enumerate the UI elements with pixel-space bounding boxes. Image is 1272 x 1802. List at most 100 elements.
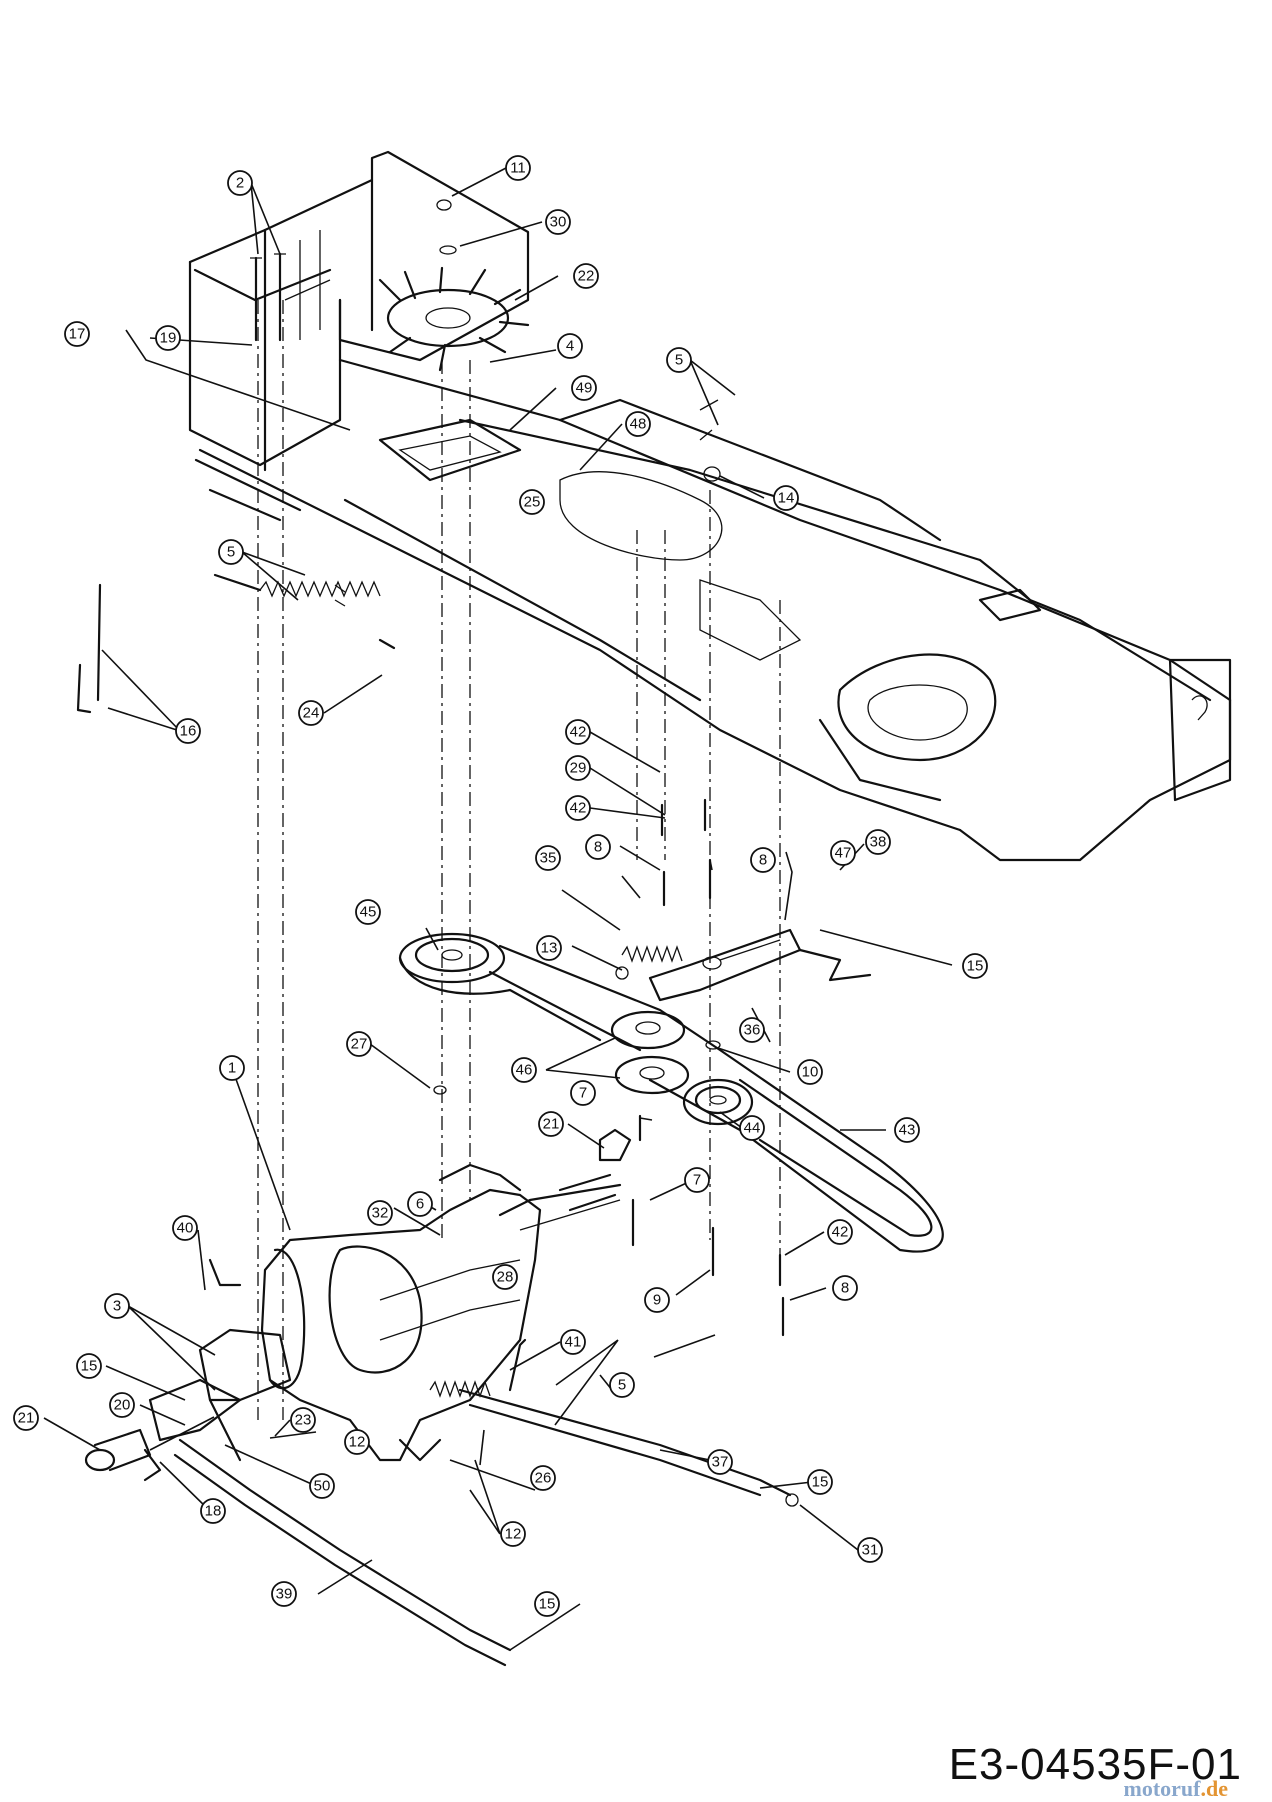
callout-13[interactable]: 13: [536, 935, 562, 961]
callout-8[interactable]: 8: [585, 834, 611, 860]
callout-4[interactable]: 4: [557, 333, 583, 359]
callout-30[interactable]: 30: [545, 209, 571, 235]
svg-text:12: 12: [349, 1434, 366, 1451]
callout-27[interactable]: 27: [346, 1031, 372, 1057]
rod-16: [76, 583, 102, 714]
callout-32[interactable]: 32: [367, 1200, 393, 1226]
svg-text:21: 21: [18, 1410, 35, 1427]
svg-text:15: 15: [539, 1596, 556, 1613]
svg-text:19: 19: [160, 330, 177, 347]
callout-35[interactable]: 35: [535, 845, 561, 871]
callout-22[interactable]: 22: [573, 263, 599, 289]
callout-10[interactable]: 10: [797, 1059, 823, 1085]
callout-9[interactable]: 9: [644, 1287, 670, 1313]
callout-5[interactable]: 5: [609, 1372, 635, 1398]
callout-8[interactable]: 8: [750, 847, 776, 873]
svg-text:6: 6: [416, 1196, 424, 1213]
callout-24[interactable]: 24: [298, 700, 324, 726]
callout-29[interactable]: 29: [565, 755, 591, 781]
callout-42[interactable]: 42: [565, 795, 591, 821]
svg-text:21: 21: [543, 1116, 560, 1133]
svg-text:18: 18: [205, 1503, 222, 1520]
svg-text:50: 50: [314, 1478, 331, 1495]
callout-16[interactable]: 16: [175, 718, 201, 744]
callout-20[interactable]: 20: [109, 1392, 135, 1418]
svg-text:16: 16: [180, 723, 197, 740]
callout-15[interactable]: 15: [534, 1591, 560, 1617]
svg-text:43: 43: [899, 1122, 916, 1139]
callout-18[interactable]: 18: [200, 1498, 226, 1524]
callout-14[interactable]: 14: [773, 485, 799, 511]
svg-text:15: 15: [81, 1358, 98, 1375]
callout-41[interactable]: 41: [560, 1329, 586, 1355]
callout-26[interactable]: 26: [530, 1465, 556, 1491]
callout-46[interactable]: 46: [511, 1057, 537, 1083]
callout-12[interactable]: 12: [500, 1521, 526, 1547]
callout-45[interactable]: 45: [355, 899, 381, 925]
callout-17[interactable]: 17: [64, 321, 90, 347]
svg-text:5: 5: [675, 352, 683, 369]
callout-21[interactable]: 21: [538, 1111, 564, 1137]
callout-8[interactable]: 8: [832, 1275, 858, 1301]
callout-15[interactable]: 15: [76, 1353, 102, 1379]
svg-text:12: 12: [505, 1526, 522, 1543]
callout-5[interactable]: 5: [666, 347, 692, 373]
callout-7[interactable]: 7: [684, 1167, 710, 1193]
callout-11[interactable]: 11: [505, 155, 531, 181]
callout-19[interactable]: 19: [155, 325, 181, 351]
callout-44[interactable]: 44: [739, 1115, 765, 1141]
svg-text:8: 8: [841, 1280, 849, 1297]
svg-text:25: 25: [524, 494, 541, 511]
callout-25[interactable]: 25: [519, 489, 545, 515]
callout-36[interactable]: 36: [739, 1017, 765, 1043]
callout-37[interactable]: 37: [707, 1449, 733, 1475]
callout-28[interactable]: 28: [492, 1264, 518, 1290]
callout-31[interactable]: 31: [857, 1537, 883, 1563]
callout-6[interactable]: 6: [407, 1191, 433, 1217]
svg-text:32: 32: [372, 1205, 389, 1222]
svg-text:8: 8: [594, 839, 602, 856]
callout-23[interactable]: 23: [290, 1407, 316, 1433]
svg-text:7: 7: [579, 1085, 587, 1102]
callout-15[interactable]: 15: [962, 953, 988, 979]
callout-15[interactable]: 15: [807, 1469, 833, 1495]
callout-1[interactable]: 1: [219, 1055, 245, 1081]
callout-48[interactable]: 48: [625, 411, 651, 437]
svg-text:7: 7: [693, 1172, 701, 1189]
callout-42[interactable]: 42: [827, 1219, 853, 1245]
callout-3[interactable]: 3: [104, 1293, 130, 1319]
idler-pulleys: [610, 1010, 754, 1126]
svg-text:14: 14: [778, 490, 795, 507]
callout-40[interactable]: 40: [172, 1215, 198, 1241]
callout-47[interactable]: 47: [830, 840, 856, 866]
callout-42[interactable]: 42: [565, 719, 591, 745]
svg-text:1: 1: [228, 1060, 236, 1077]
svg-text:13: 13: [541, 940, 558, 957]
svg-text:2: 2: [236, 175, 244, 192]
watermark-logo: motoruf.de: [1124, 1776, 1228, 1802]
callout-7[interactable]: 7: [570, 1080, 596, 1106]
callout-21[interactable]: 21: [13, 1405, 39, 1431]
callout-50[interactable]: 50: [309, 1473, 335, 1499]
callout-39[interactable]: 39: [271, 1581, 297, 1607]
svg-text:22: 22: [578, 268, 595, 285]
svg-text:31: 31: [862, 1542, 879, 1559]
svg-text:49: 49: [576, 380, 593, 397]
callout-49[interactable]: 49: [571, 375, 597, 401]
svg-text:24: 24: [303, 705, 320, 722]
callout-5[interactable]: 5: [218, 539, 244, 565]
svg-text:40: 40: [177, 1220, 194, 1237]
leader-lines: [43, 167, 953, 1651]
callout-38[interactable]: 38: [865, 829, 891, 855]
svg-text:5: 5: [227, 544, 235, 561]
svg-text:3: 3: [113, 1298, 121, 1315]
callout-12[interactable]: 12: [344, 1429, 370, 1455]
svg-text:11: 11: [510, 160, 526, 177]
callout-43[interactable]: 43: [894, 1117, 920, 1143]
svg-text:39: 39: [276, 1586, 293, 1603]
tension-spring: [213, 573, 396, 650]
hardware: [250, 252, 785, 1337]
callout-2[interactable]: 2: [227, 170, 253, 196]
control-rods: [143, 1258, 799, 1667]
svg-text:36: 36: [744, 1022, 761, 1039]
